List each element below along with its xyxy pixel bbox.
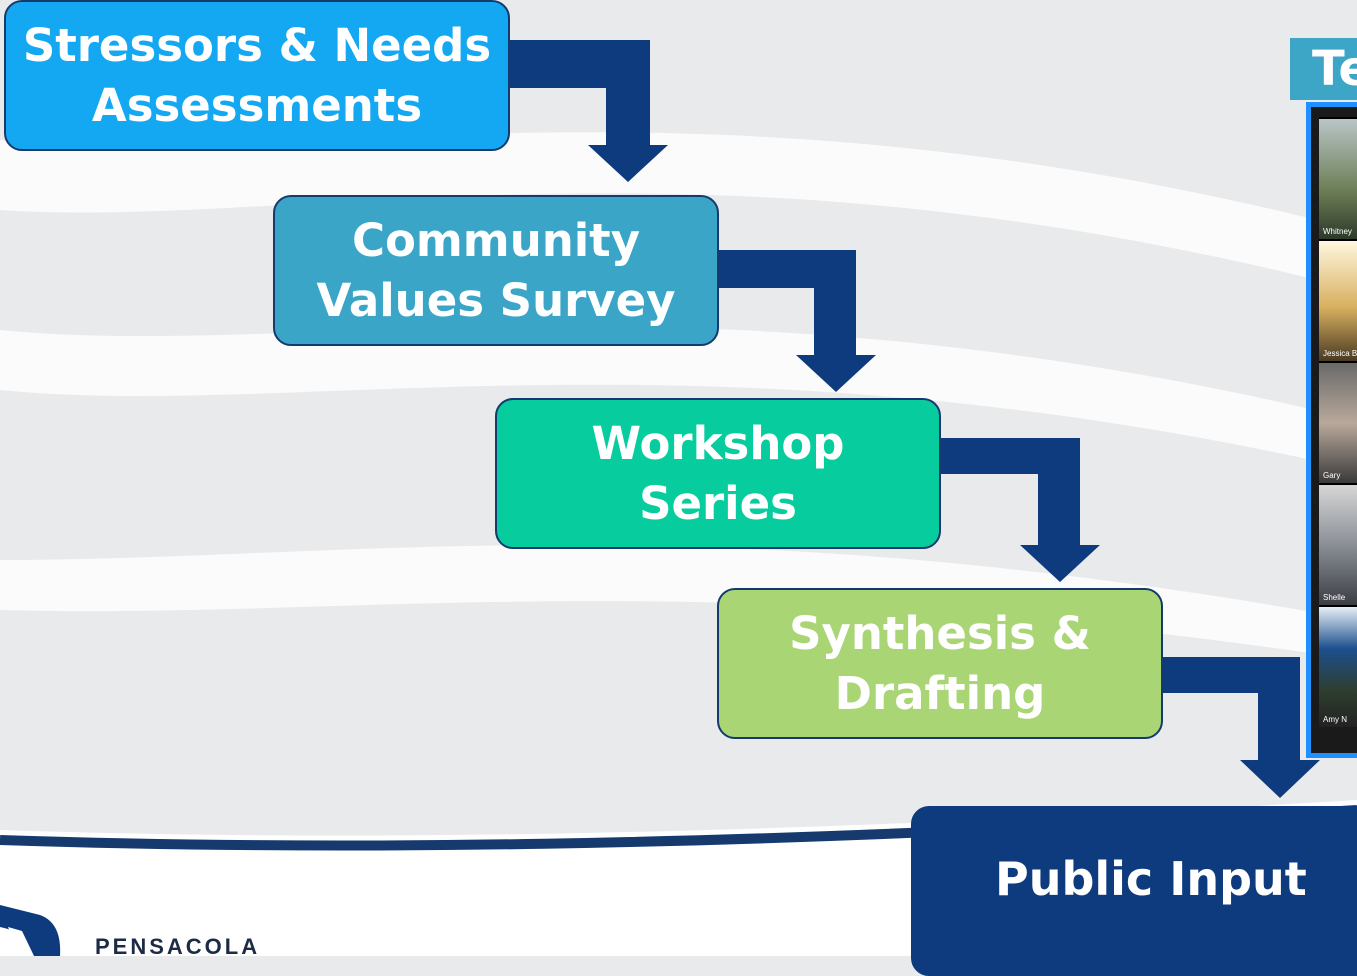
participant-name: Gary	[1323, 471, 1341, 480]
step-label: Assessments	[91, 78, 423, 132]
step-public-input: Public Input	[911, 806, 1357, 976]
arrow-1	[508, 40, 668, 182]
participant-name: Shelle	[1323, 593, 1346, 602]
step-label: Stressors & Needs	[22, 18, 492, 72]
video-tile: Shelle	[1319, 483, 1357, 605]
video-call-screenshot: Whitney Jessica B Gary Shelle Amy N	[1306, 102, 1357, 758]
video-tile: Whitney	[1319, 117, 1357, 239]
participant-name: Jessica B	[1323, 349, 1357, 358]
step-label: Public Input	[995, 852, 1307, 906]
step-label: Synthesis &	[789, 606, 1091, 660]
video-tile: Jessica B	[1319, 239, 1357, 361]
arrow-2	[717, 250, 876, 392]
flow-arrows	[508, 40, 1320, 798]
participant-name: Whitney	[1323, 227, 1352, 236]
pensacola-logo-icon	[0, 905, 61, 956]
video-panel-title-text: Te	[1312, 41, 1357, 97]
arrow-3	[939, 438, 1100, 582]
logo-text: PENSACOLA	[95, 934, 261, 959]
step-label: Drafting	[834, 666, 1046, 720]
step-label: Community	[351, 213, 641, 267]
arrow-4	[1161, 657, 1320, 798]
step-synthesis-drafting: Synthesis & Drafting	[717, 588, 1163, 739]
step-label: Series	[639, 476, 797, 530]
video-tile: Gary	[1319, 361, 1357, 483]
step-label: Values Survey	[316, 273, 676, 327]
video-tile: Amy N	[1319, 605, 1357, 727]
video-panel-title: Te	[1290, 38, 1357, 100]
participant-name: Amy N	[1323, 715, 1347, 724]
step-label: Workshop	[591, 416, 845, 470]
